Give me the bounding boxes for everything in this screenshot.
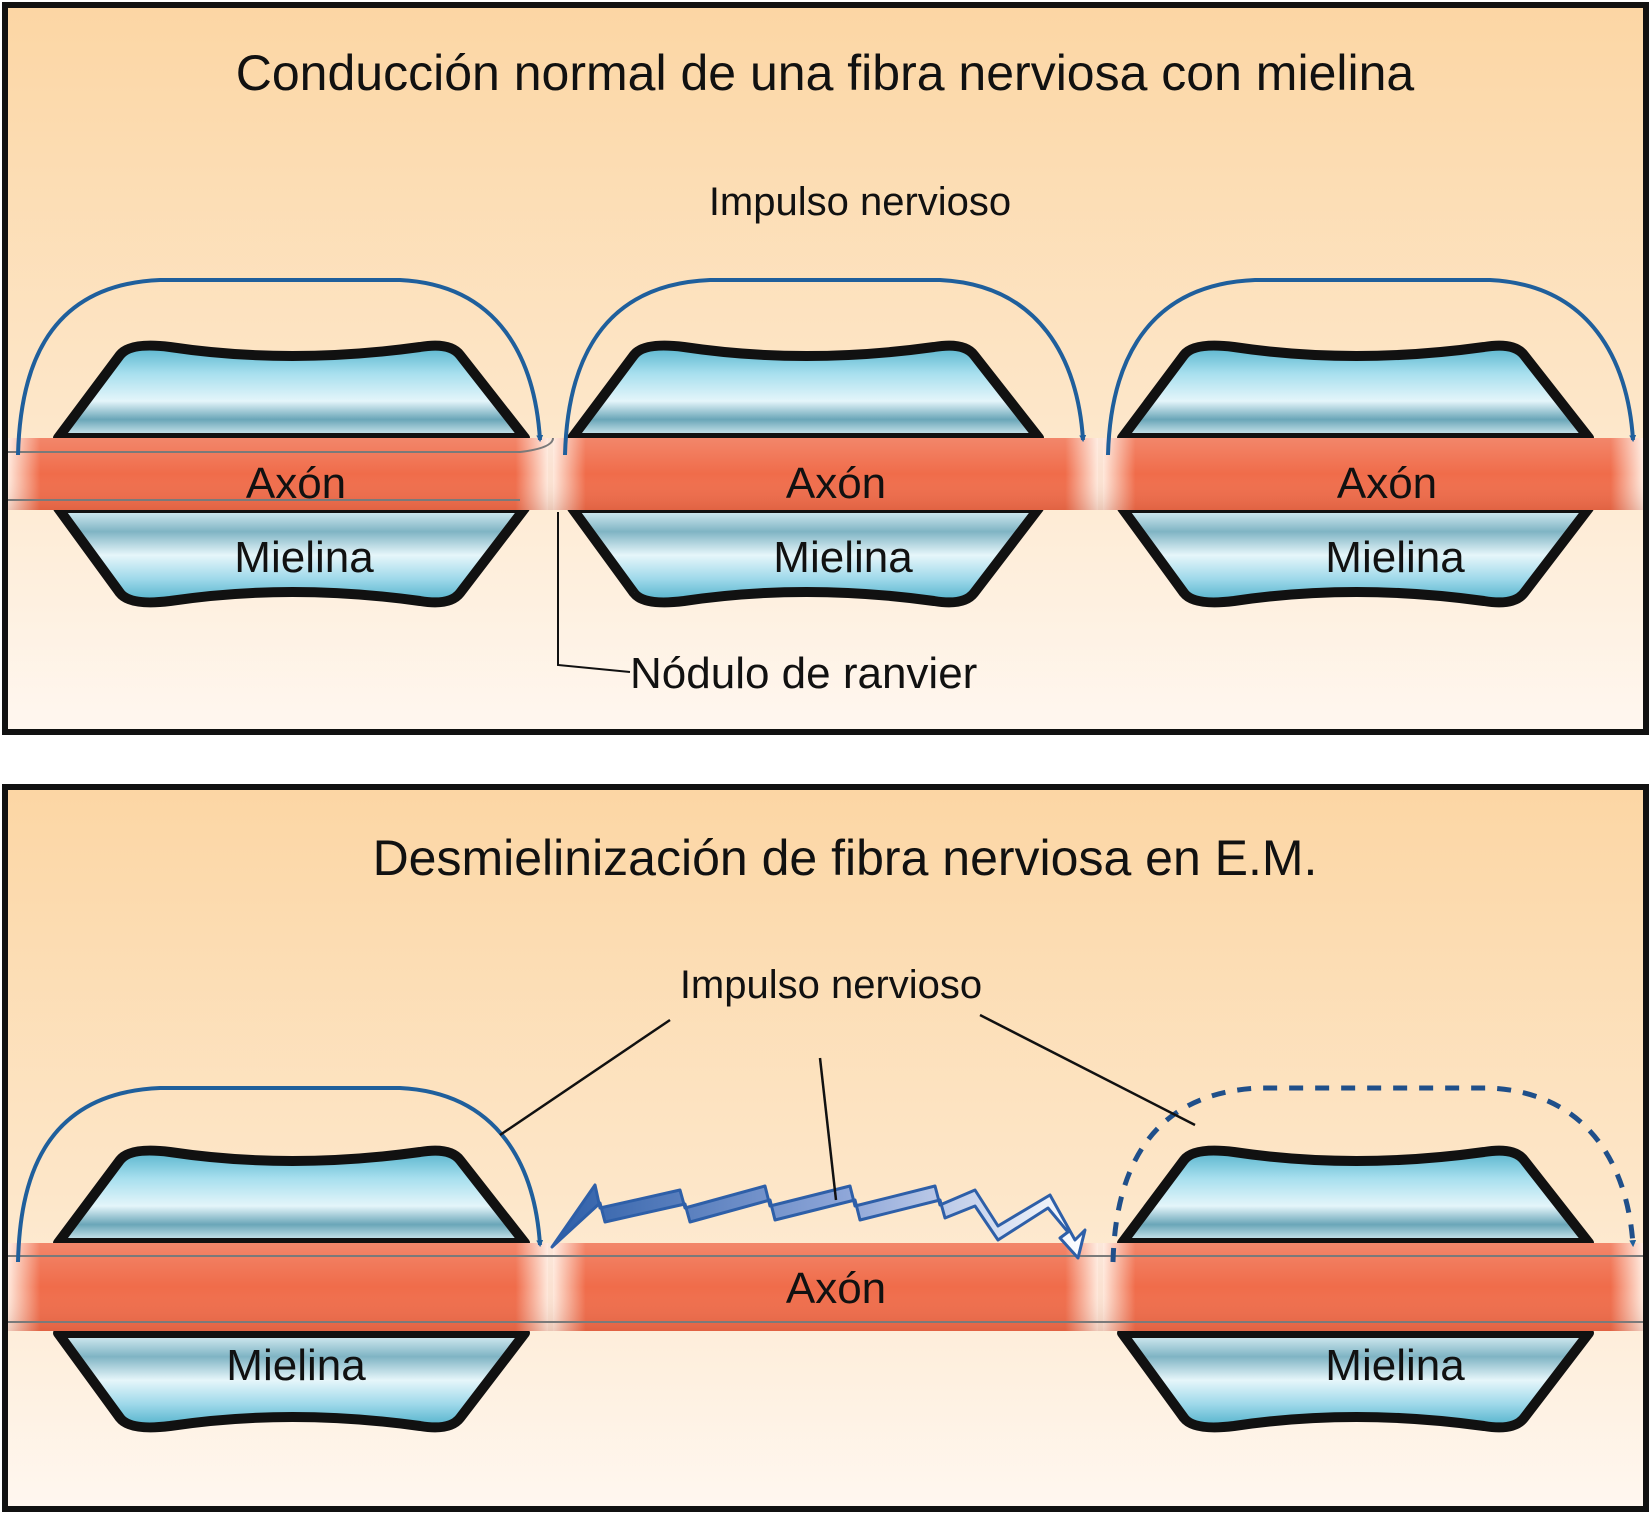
impulse-arrow bbox=[1106, 278, 1637, 456]
myelin-sheath-1 bbox=[53, 340, 530, 608]
axon-label: Axón bbox=[1337, 459, 1437, 508]
impulse-leader-line bbox=[979, 1013, 1196, 1127]
myelin-label: Mielina bbox=[1325, 533, 1465, 582]
axon-label: Axón bbox=[786, 1264, 886, 1313]
impulse-label: Impulso nervioso bbox=[680, 963, 982, 1007]
panel-title: Conducción normal de una fibra nerviosa … bbox=[236, 45, 1415, 101]
impulse-leader-line bbox=[499, 1018, 671, 1137]
node-of-ranvier-label: Nódulo de ranvier bbox=[630, 649, 977, 698]
myelin-label: Mielina bbox=[773, 533, 913, 582]
impulse-leader-line bbox=[818, 1057, 838, 1201]
axon-label: Axón bbox=[786, 459, 886, 508]
axon bbox=[8, 1243, 1643, 1331]
myelin-sheath-right bbox=[1117, 1145, 1594, 1433]
panel-title: Desmielinización de fibra nerviosa en E.… bbox=[373, 830, 1318, 886]
impulse-label: Impulso nervioso bbox=[709, 180, 1011, 224]
myelin-sheath-2 bbox=[567, 340, 1044, 608]
slowed-impulse-bolt bbox=[550, 1183, 1087, 1260]
normal-conduction-panel: Conducción normal de una fibra nerviosa … bbox=[2, 2, 1649, 735]
axon-label: Axón bbox=[246, 459, 346, 508]
node-leader-line bbox=[557, 512, 631, 673]
impulse-arrow bbox=[16, 1086, 544, 1263]
myelin-sheath-left bbox=[53, 1145, 530, 1433]
myelin-label: Mielina bbox=[1325, 1341, 1465, 1390]
axon bbox=[8, 437, 1643, 510]
myelin-sheath-3 bbox=[1117, 340, 1594, 608]
myelin-label: Mielina bbox=[234, 533, 374, 582]
impulse-arrow bbox=[563, 278, 1087, 456]
myelin-label: Mielina bbox=[226, 1341, 366, 1390]
demyelination-panel: Desmielinización de fibra nerviosa en E.… bbox=[2, 784, 1649, 1512]
impulse-arrow bbox=[16, 278, 544, 456]
